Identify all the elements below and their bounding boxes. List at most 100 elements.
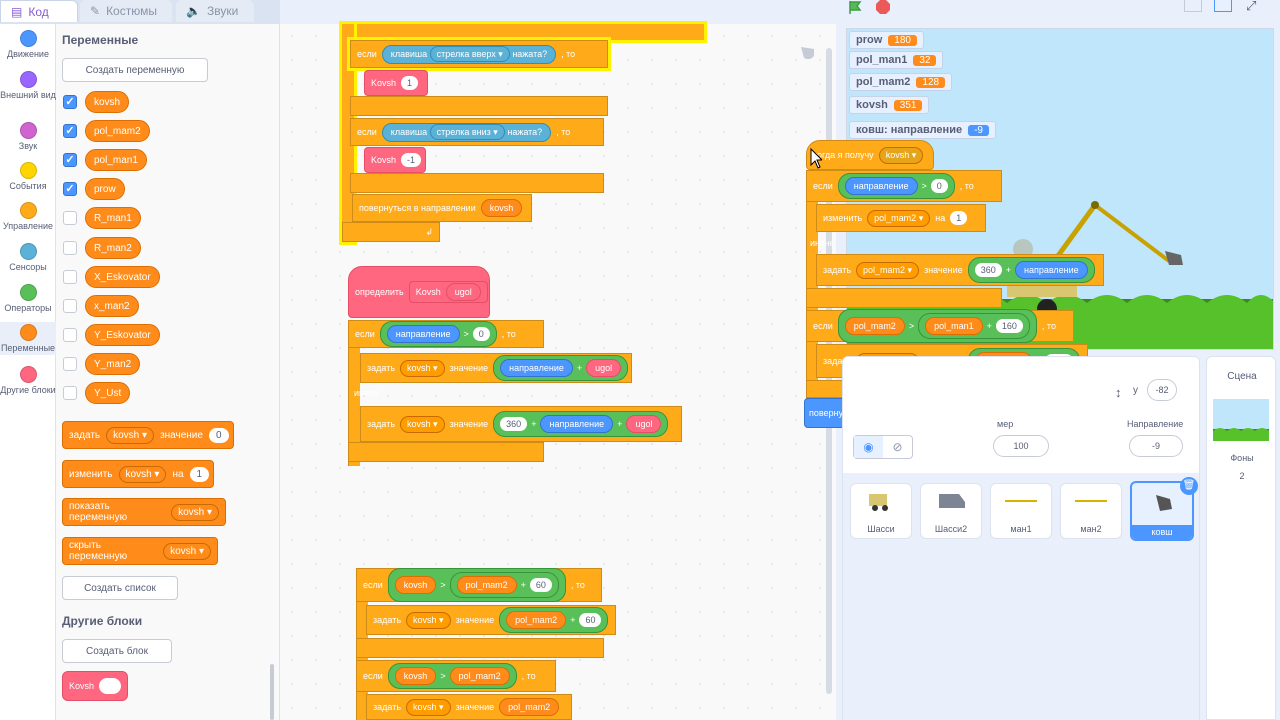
number-input[interactable]: 360 (500, 417, 528, 431)
argument-reporter[interactable]: ugol (586, 359, 622, 377)
hide-eye-icon[interactable]: ⊘ (892, 440, 903, 454)
add-operator[interactable]: 360+направление (967, 257, 1095, 283)
greater-than-operator[interactable]: pol_mam2>pol_man1+160 (837, 309, 1037, 343)
variable-reporter[interactable]: R_man2 (85, 237, 141, 259)
if-block[interactable]: если клавиша стрелка вниз нажата? , то (350, 118, 604, 146)
add-operator[interactable]: 360+направление+ugol (493, 411, 669, 437)
variable-reporter[interactable]: pol_mam2 (449, 667, 510, 685)
argument-input[interactable] (99, 678, 121, 694)
argument-input[interactable]: 1 (401, 76, 419, 90)
if-else-end[interactable] (806, 288, 1002, 308)
if-arm[interactable] (356, 692, 368, 720)
variable-checkbox[interactable] (63, 328, 77, 342)
add-operator[interactable]: pol_mam2+60 (499, 607, 609, 633)
variable-dropdown[interactable]: kovsh (163, 542, 211, 560)
set-variable-block[interactable]: задатьkovshзначение направление+ugol (360, 353, 632, 383)
direction-reporter[interactable]: направление (540, 415, 614, 433)
variable-reporter[interactable]: pol_mam2 (499, 698, 560, 716)
variable-dropdown[interactable]: kovsh (118, 465, 167, 483)
variable-reporter[interactable]: kovsh (85, 91, 130, 113)
sprite-thumbnail-selected[interactable]: ковш 🗑 (1130, 477, 1198, 541)
create-variable-button[interactable]: Создать переменную (62, 58, 208, 82)
add-operator[interactable]: pol_man1+160 (918, 313, 1030, 339)
category-variables[interactable]: Переменные (0, 322, 56, 355)
greater-than-operator[interactable]: kovsh>pol_mam2 (387, 663, 517, 689)
show-eye-icon[interactable]: ◉ (854, 436, 883, 458)
add-operator[interactable]: pol_mam2+60 (449, 572, 559, 598)
variable-checkbox[interactable] (63, 299, 77, 313)
variable-reporter[interactable]: kovsh (394, 576, 437, 594)
number-input[interactable]: 1 (950, 211, 968, 225)
if-block[interactable]: если kovsh>pol_mam2 , то (356, 660, 556, 692)
variable-reporter[interactable]: pol_man1 (85, 149, 147, 171)
variable-reporter[interactable]: prow (85, 178, 125, 200)
sprite-thumbnail[interactable]: ман1 (990, 483, 1052, 539)
variable-dropdown[interactable]: kovsh (106, 426, 155, 444)
variable-checkbox[interactable] (63, 182, 77, 196)
key-dropdown[interactable]: стрелка вверх (429, 45, 510, 62)
key-pressed-sensor[interactable]: клавиша стрелка вверх нажата? (381, 44, 557, 64)
tab-costumes[interactable]: ✎Костюмы (80, 0, 172, 22)
number-input[interactable]: 60 (529, 578, 552, 592)
kovsh-call-block[interactable]: Kovsh-1 (364, 147, 426, 173)
variable-checkbox[interactable] (63, 386, 77, 400)
category-my-blocks[interactable]: Другие блоки (0, 366, 56, 395)
variable-dropdown[interactable]: kovsh (406, 698, 451, 716)
variable-checkbox[interactable] (63, 357, 77, 371)
variable-reporter[interactable]: pol_mam2 (506, 611, 567, 629)
if-else-block[interactable]: если направление>0 , то (806, 170, 1002, 202)
variable-reporter[interactable]: kovsh (480, 199, 523, 217)
if-block[interactable]: если pol_mam2>pol_man1+160 , то (806, 309, 1074, 343)
variable-reporter[interactable]: pol_mam2 (85, 120, 150, 142)
argument-reporter[interactable]: ugol (445, 283, 481, 301)
variable-reporter[interactable]: Y_Ust (85, 382, 131, 404)
greater-than-operator[interactable]: kovsh>pol_mam2+60 (387, 568, 566, 602)
key-pressed-sensor[interactable]: клавиша стрелка вниз нажата? (381, 122, 552, 142)
number-input[interactable]: 0 (472, 327, 490, 341)
variable-reporter[interactable]: X_Eskovator (85, 266, 160, 288)
variable-dropdown[interactable]: kovsh (406, 611, 451, 629)
normal-stage-icon[interactable] (1214, 0, 1232, 12)
message-dropdown[interactable]: kovsh (878, 146, 924, 164)
category-operators[interactable]: Операторы (0, 284, 56, 313)
variable-reporter[interactable]: R_man1 (85, 207, 141, 229)
kovsh-custom-block[interactable]: Kovsh (62, 671, 128, 701)
if-block[interactable]: если клавиша стрелка вверх нажата? , то (350, 40, 608, 68)
variable-dropdown[interactable]: pol_mam2 (867, 209, 931, 227)
variable-reporter[interactable]: kovsh (394, 667, 437, 685)
number-input[interactable]: 0 (930, 179, 948, 193)
green-flag-button[interactable] (844, 0, 866, 16)
direction-reporter[interactable]: направление (386, 325, 460, 343)
greater-than-operator[interactable]: направление>0 (837, 173, 955, 199)
category-events[interactable]: События (0, 162, 56, 191)
variable-dropdown[interactable]: kovsh (400, 359, 445, 377)
number-input[interactable]: 60 (579, 613, 602, 627)
set-variable-block[interactable]: задатьkovshзначение pol_mam2+60 (366, 605, 616, 635)
fullscreen-icon[interactable]: ⤢ (1246, 0, 1257, 13)
if-block-end[interactable] (350, 173, 604, 193)
number-input[interactable]: 360 (974, 263, 1002, 277)
if-block[interactable]: если kovsh>pol_mam2+60 , то (356, 568, 602, 602)
variable-checkbox[interactable] (63, 95, 77, 109)
create-list-button[interactable]: Создать список (62, 576, 178, 600)
backdrop-thumbnail[interactable] (1213, 399, 1269, 441)
sprite-thumbnail[interactable]: Шасси2 (920, 483, 982, 539)
variable-reporter[interactable]: pol_man1 (925, 317, 983, 335)
variable-dropdown[interactable]: kovsh (171, 503, 219, 521)
direction-monitor[interactable]: ковш: направление-9 (849, 121, 996, 139)
if-else-block[interactable]: если направление>0 , то (348, 320, 544, 348)
category-motion[interactable]: Движение (0, 30, 56, 59)
add-operator[interactable]: направление+ugol (493, 355, 629, 381)
argument-reporter[interactable]: ugol (626, 415, 662, 433)
variable-reporter[interactable]: Y_Eskovator (85, 324, 160, 346)
